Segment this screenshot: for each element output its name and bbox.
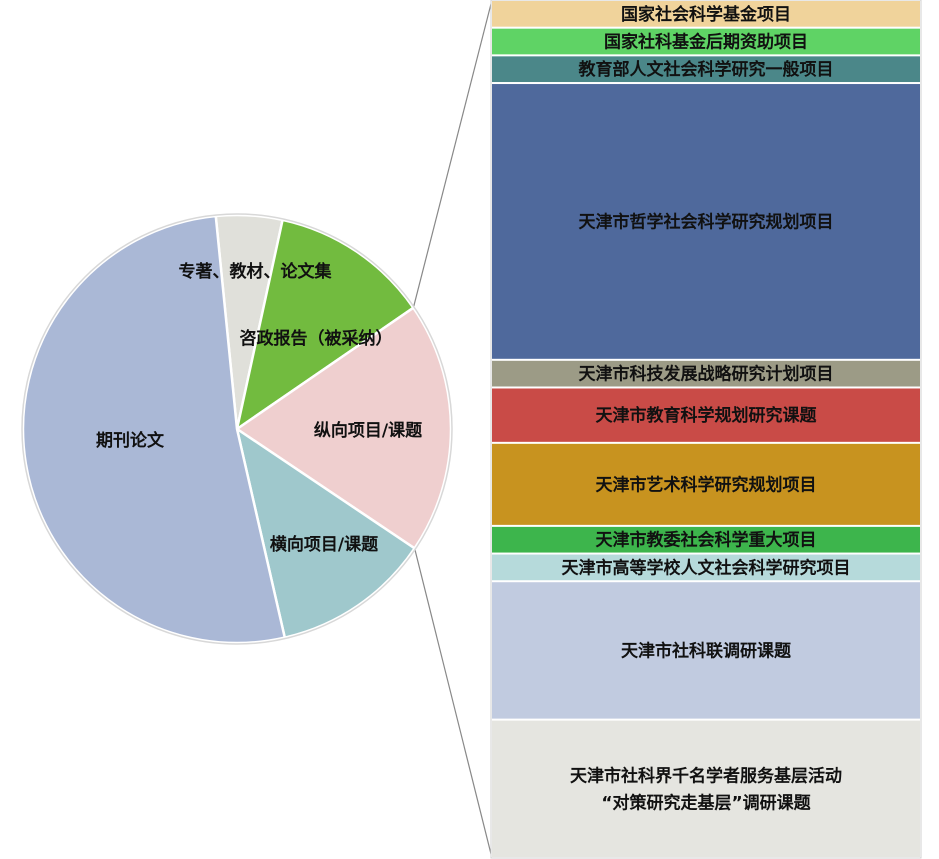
pie-slice-label: 专著、教材、论文集 bbox=[179, 261, 333, 282]
bar-segment bbox=[492, 720, 920, 857]
pie-slice bbox=[235, 218, 416, 432]
bar-segment-label: “对策研究走基层”调研课题 bbox=[601, 792, 811, 813]
bar-segment-label: 天津市社科联调研课题 bbox=[621, 640, 792, 661]
bar-segment-label: 天津市科技发展战略研究计划项目 bbox=[579, 364, 834, 385]
bar-segment-label: 天津市哲学社会科学研究规划项目 bbox=[579, 211, 834, 232]
bar-segment-label: 教育部人文社会科学研究一般项目 bbox=[578, 59, 834, 80]
pie-slice-label: 期刊论文 bbox=[96, 430, 165, 451]
bar-segment bbox=[492, 360, 920, 387]
bar-segment-label: 天津市教育科学规划研究课题 bbox=[596, 405, 818, 426]
bar-segment-label: 天津市高等学校人文社会科学研究项目 bbox=[562, 557, 851, 578]
connector-lines bbox=[412, 0, 493, 859]
bar-segment bbox=[492, 388, 920, 442]
pie-slice bbox=[235, 426, 417, 640]
bar-segment-label: 天津市社科界千名学者服务基层活动 bbox=[570, 765, 842, 786]
bar-segment bbox=[492, 56, 920, 83]
bar-segment bbox=[492, 582, 920, 719]
pie-slice-label: 咨政报告（被采纳） bbox=[240, 328, 393, 349]
bar-segment-label: 天津市艺术科学研究规划项目 bbox=[596, 474, 817, 495]
pie-slice bbox=[234, 306, 453, 551]
pie-slice-label: 纵向项目/课题 bbox=[314, 420, 423, 441]
bar-segment-label: 国家社会科学基金项目 bbox=[621, 4, 791, 25]
bar-segment bbox=[492, 84, 920, 359]
pie-outline bbox=[21, 213, 453, 645]
pie-slice-label: 横向项目/课题 bbox=[270, 534, 379, 555]
connector-line-top bbox=[412, 0, 493, 308]
bar-segment bbox=[492, 526, 920, 553]
pie-slice bbox=[21, 214, 287, 645]
bar-segment bbox=[492, 554, 920, 581]
bar-segment bbox=[492, 443, 920, 525]
connector-line-bottom bbox=[414, 548, 493, 859]
bar-segment bbox=[492, 28, 920, 55]
bar-segment-label: 国家社科基金后期资助项目 bbox=[604, 32, 808, 53]
bar-segment-label: 天津市教委社会科学重大项目 bbox=[596, 530, 817, 551]
bar-segment bbox=[492, 1, 920, 27]
stacked-bar: 国家社会科学基金项目国家社科基金后期资助项目教育部人文社会科学研究一般项目天津市… bbox=[490, 0, 922, 859]
